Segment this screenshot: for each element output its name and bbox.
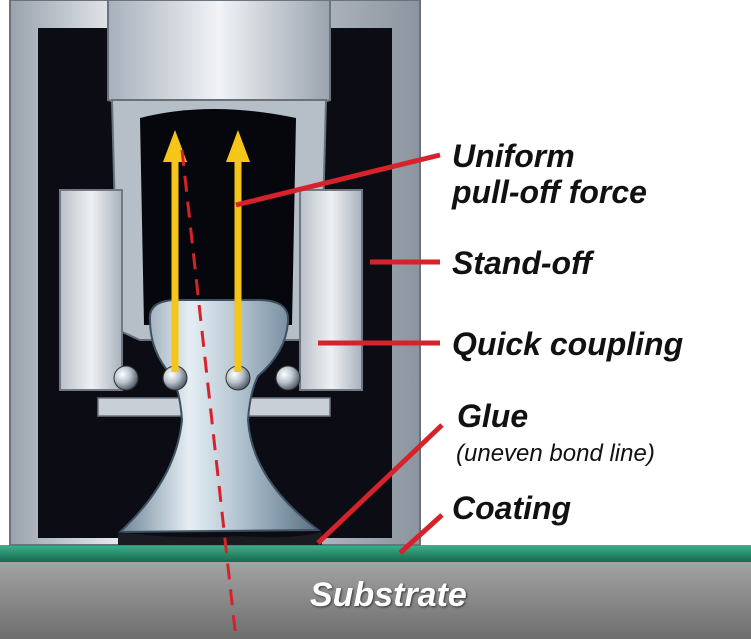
label-coating: Coating — [452, 490, 572, 526]
pull-rod — [107, 0, 331, 111]
leader-uniform — [235, 152, 441, 208]
label-glue: Glue — [457, 398, 529, 434]
standoff-right — [299, 189, 363, 391]
leader-glue — [316, 423, 444, 545]
label-substrate: Substrate — [310, 576, 467, 614]
glue-layer — [118, 532, 322, 545]
substrate-layer — [0, 560, 751, 639]
standoff-left — [59, 189, 123, 391]
ball-1 — [113, 365, 139, 391]
label-quick-coupling: Quick coupling — [452, 326, 684, 362]
label-uniform-line1: Uniform — [452, 138, 575, 174]
label-uniform-pull-off-force: Uniform pull-off force — [452, 138, 647, 210]
coating-layer — [0, 545, 751, 562]
force-arrow-right-head — [226, 130, 250, 162]
tilt-axis-line — [180, 149, 238, 639]
leader-coating — [398, 513, 444, 555]
coupling-cup-interior — [140, 109, 296, 325]
label-standoff: Stand-off — [452, 245, 592, 281]
label-glue-subtext: (uneven bond line) — [456, 440, 655, 467]
dolly — [117, 299, 321, 534]
ball-4 — [275, 365, 301, 391]
label-uniform-line2: pull-off force — [452, 174, 647, 210]
